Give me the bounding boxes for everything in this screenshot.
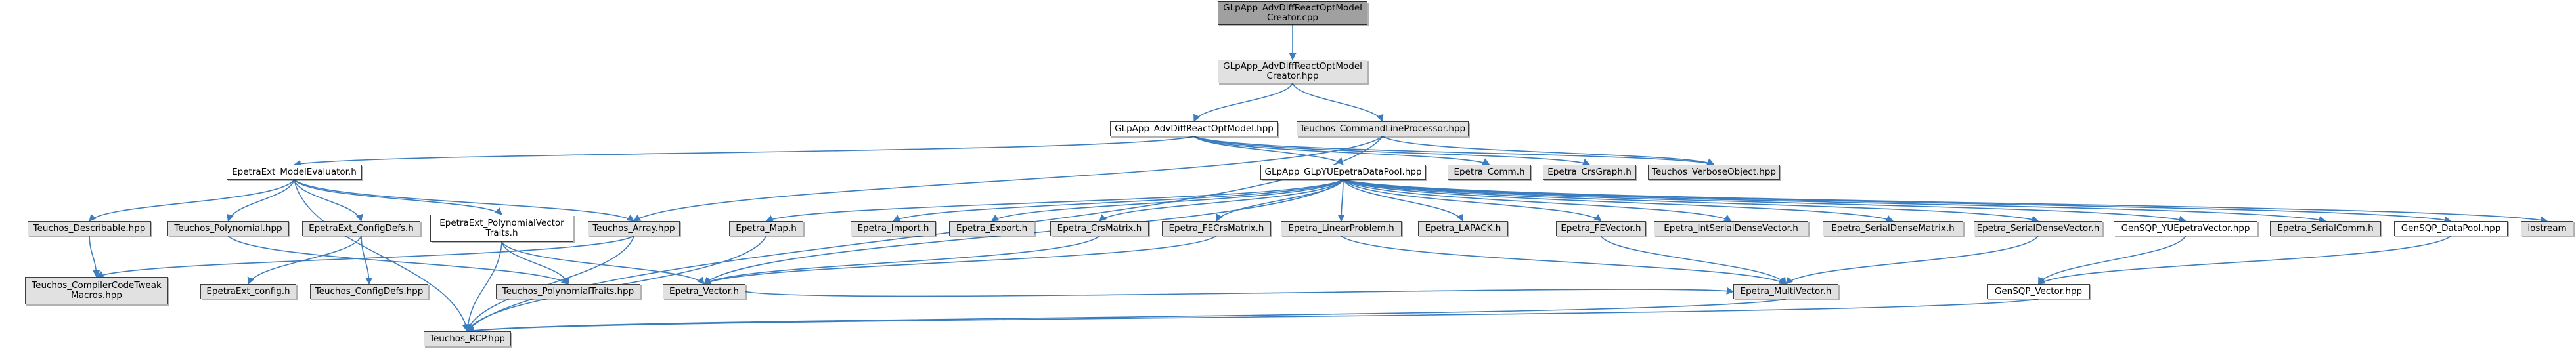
edge-n5-to-n22	[1343, 179, 1732, 222]
edge-n5-to-n15	[893, 179, 1344, 222]
edge-n5-to-n18	[1216, 179, 1344, 222]
graph-node-gensqp-vector-hpp[interactable]: GenSQP_Vector.hpp	[1987, 284, 2090, 299]
graph-node-epetra-serialcomm-h[interactable]: Epetra_SerialComm.h	[2270, 221, 2381, 236]
graph-node-epetra-serialdensematrix-h[interactable]: Epetra_SerialDenseMatrix.h	[1823, 221, 1963, 236]
edge-n11-to-n30	[247, 236, 362, 285]
edge-n5-to-n24	[1343, 179, 2039, 223]
graph-node-epetra-export-h[interactable]: Epetra_Export.h	[949, 221, 1034, 236]
graph-node-epetra-import-h[interactable]: Epetra_Import.h	[851, 221, 936, 236]
edge-n1-to-n2	[1193, 83, 1293, 123]
edge-n10-to-n32	[227, 236, 569, 285]
graph-node-epetra-linearproblem-h[interactable]: Epetra_LinearProblem.h	[1281, 221, 1402, 236]
graph-node-epetra-serialdensevector-h[interactable]: Epetra_SerialDenseVector.h	[1974, 221, 2102, 236]
edge-n5-to-n19	[1337, 179, 1345, 222]
graph-node-epetra-crsmatrix-h[interactable]: Epetra_CrsMatrix.h	[1050, 221, 1149, 236]
edge-n25-to-n35	[2037, 236, 2187, 285]
graph-node-epetraext-modelevaluator-h[interactable]: EpetraExt_ModelEvaluator.h	[227, 165, 362, 180]
edge-n5-to-n26	[1343, 179, 2326, 224]
edge-n5-to-n23	[1343, 179, 1894, 222]
graph-node-gensqp-yuepetravector-hpp[interactable]: GenSQP_YUEpetraVector.hpp	[2114, 221, 2257, 236]
edge-n12-to-n36	[464, 241, 502, 333]
edge-n34-to-n36	[466, 299, 1787, 335]
edge-n3-to-n13	[633, 136, 1383, 222]
graph-node-gensqp-datapool-hpp[interactable]: GenSQP_DataPool.hpp	[2394, 221, 2508, 236]
graph-node-epetra-map-h[interactable]: Epetra_Map.h	[729, 221, 803, 236]
edge-n3-to-n8	[1382, 136, 1715, 165]
graph-node-teuchos-configdefs-hpp[interactable]: Teuchos_ConfigDefs.hpp	[310, 284, 428, 299]
edge-n1-to-n3	[1292, 83, 1384, 123]
graph-node-teuchos-polynomial-hpp[interactable]: Teuchos_Polynomial.hpp	[167, 221, 289, 236]
graph-node-iostream[interactable]: iostream	[2521, 221, 2573, 236]
edge-n19-to-n34	[1341, 236, 1787, 285]
edge-n24-to-n34	[1785, 236, 2039, 285]
edge-n2-to-n7	[1193, 136, 1591, 166]
edge-n4-to-n10	[226, 179, 295, 222]
graph-node-glpapp-advdiffreactoptmodel[interactable]: GLpApp_AdvDiffReactOptModel Creator.hpp	[1218, 60, 1367, 83]
edge-n4-to-n36	[294, 179, 470, 333]
edge-n5-to-n17	[1099, 179, 1344, 222]
edge-n5-to-n16	[991, 179, 1344, 222]
graph-node-teuchos-rcp-hpp[interactable]: Teuchos_RCP.hpp	[424, 331, 511, 346]
edge-n5-to-n25	[1343, 179, 2187, 223]
graph-node-epetra-intserialdensevector-h[interactable]: Epetra_IntSerialDenseVector.h	[1654, 221, 1808, 236]
edge-n17-to-n33	[703, 236, 1100, 285]
edge-n35-to-n36	[466, 299, 2039, 335]
graph-node-epetra-lapack-h[interactable]: Epetra_LAPACK.h	[1418, 221, 1508, 236]
edge-n2-to-n6	[1193, 136, 1490, 165]
edge-n9-to-n29	[89, 236, 100, 278]
graph-node-epetra-comm-h[interactable]: Epetra_Comm.h	[1448, 165, 1531, 180]
edge-n2-to-n8	[1193, 136, 1715, 167]
graph-node-epetra-fecrsmatrix-h[interactable]: Epetra_FECrsMatrix.h	[1162, 221, 1271, 236]
edge-n4-to-n9	[89, 179, 295, 222]
graph-node-epetra-multivector-h[interactable]: Epetra_MultiVector.h	[1733, 284, 1838, 299]
graph-node-teuchos-array-hpp[interactable]: Teuchos_Array.hpp	[588, 221, 680, 236]
edge-n5-to-n20	[1343, 179, 1464, 222]
edge-n27-to-n35	[2037, 236, 2451, 285]
edge-n2-to-n4	[293, 136, 1195, 167]
edge-n5-to-n28	[1343, 179, 2548, 224]
edge-n4-to-n11	[294, 179, 363, 222]
edge-n13-to-n36	[466, 236, 634, 333]
edge-n13-to-n29	[95, 236, 634, 278]
graph-node-epetra-crsgraph-h[interactable]: Epetra_CrsGraph.h	[1543, 165, 1636, 180]
edge-n4-to-n13	[294, 179, 634, 222]
graph-node-teuchos-describable-hpp[interactable]: Teuchos_Describable.hpp	[28, 221, 151, 236]
edge-n4-to-n12	[294, 179, 502, 215]
edge-n21-to-n34	[1600, 236, 1787, 285]
edge-n12-to-n33	[501, 241, 705, 285]
edge-n18-to-n33	[703, 236, 1217, 285]
graph-node-teuchos-compilercodetweak[interactable]: Teuchos_CompilerCodeTweak Macros.hpp	[25, 277, 168, 304]
graph-node-glpapp-advdiffreactoptmodel[interactable]: GLpApp_AdvDiffReactOptModel Creator.cpp	[1218, 1, 1367, 25]
graph-node-epetra-vector-h[interactable]: Epetra_Vector.h	[663, 284, 745, 299]
graph-node-epetra-fevector-h[interactable]: Epetra_FEVector.h	[1556, 221, 1646, 236]
graph-node-epetraext-config-h[interactable]: EpetraExt_config.h	[200, 284, 296, 299]
graph-node-teuchos-polynomialtraits-hpp[interactable]: Teuchos_PolynomialTraits.hpp	[496, 284, 640, 299]
edge-n33-to-n34	[745, 287, 1735, 297]
graph-node-glpapp-glpyuepetradatapool-hpp[interactable]: GLpApp_GLpYUEpetraDataPool.hpp	[1260, 165, 1426, 180]
graph-node-teuchos-verboseobject-hpp[interactable]: Teuchos_VerboseObject.hpp	[1648, 165, 1780, 180]
graph-node-epetraext-polynomialvector[interactable]: EpetraExt_PolynomialVector Traits.h	[430, 215, 573, 242]
edge-n5-to-n21	[1343, 179, 1602, 222]
edge-n12-to-n32	[501, 241, 570, 285]
graph-node-glpapp-advdiffreactoptmodel-hpp[interactable]: GLpApp_AdvDiffReactOptModel.hpp	[1110, 121, 1278, 136]
graph-node-teuchos-commandlineprocessor-hpp[interactable]: Teuchos_CommandLineProcessor.hpp	[1297, 121, 1469, 136]
edge-n5-to-n14	[765, 179, 1344, 222]
edge-n11-to-n31	[361, 236, 373, 285]
graph-node-epetraext-configdefs-h[interactable]: EpetraExt_ConfigDefs.h	[302, 221, 420, 236]
edge-n2-to-n5	[1193, 136, 1344, 165]
